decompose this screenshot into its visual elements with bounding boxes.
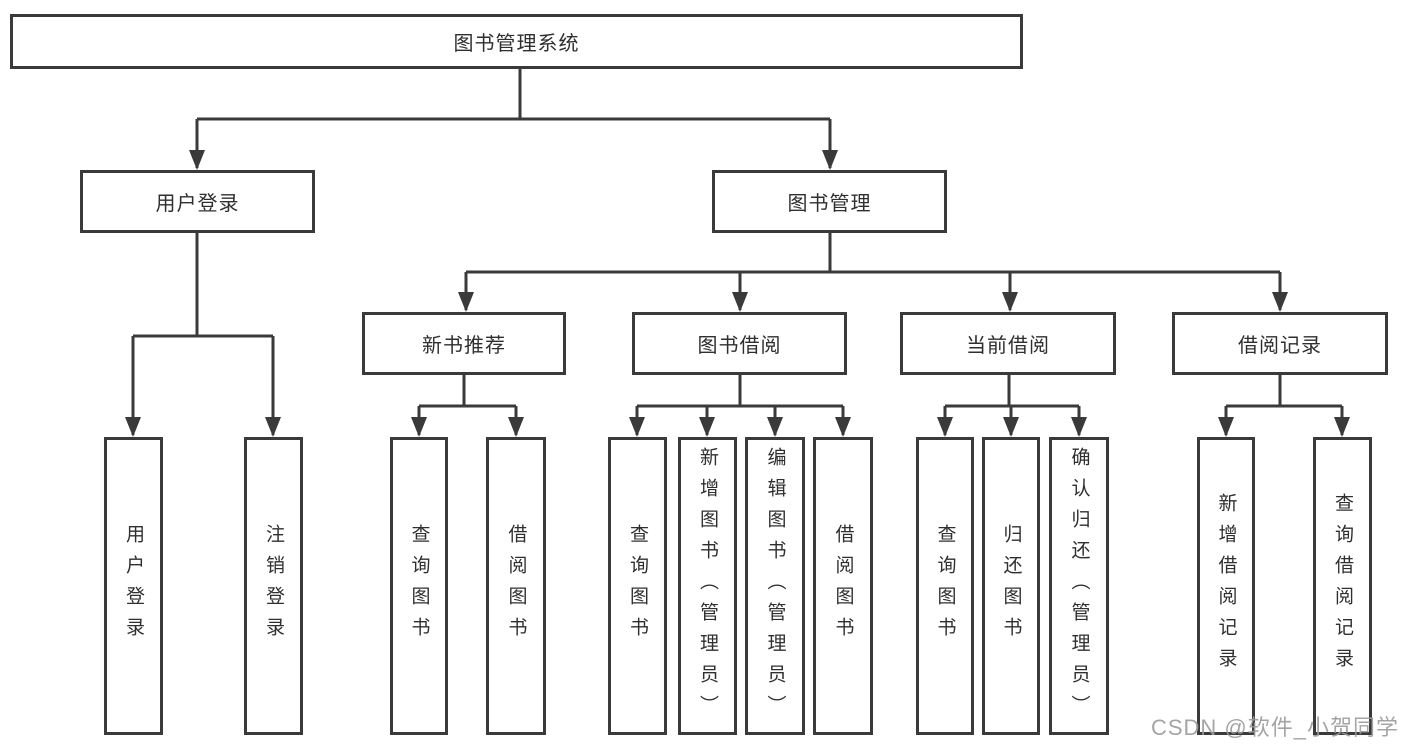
leaf-confirm-return-admin-label: 确认归还（管理员）: [1068, 446, 1090, 726]
leaf-query-books-1-label: 查询图书: [408, 524, 430, 648]
leaf-borrow-books-2: 借阅图书: [813, 437, 873, 735]
csdn-watermark: CSDN @软件_小贺同学: [1150, 715, 1399, 740]
leaf-logout-label: 注销登录: [263, 524, 284, 648]
leaf-confirm-return-admin: 确认归还（管理员）: [1049, 437, 1109, 735]
node-new-book-recommend-label: 新书推荐: [422, 335, 506, 357]
leaf-return-books-label: 归还图书: [1000, 524, 1022, 648]
leaf-query-books-1: 查询图书: [390, 437, 448, 735]
leaf-borrow-books-1: 借阅图书: [486, 437, 546, 735]
leaf-user-login-label: 用户登录: [123, 524, 144, 648]
node-current-borrow: 当前借阅: [900, 312, 1116, 375]
node-new-book-recommend: 新书推荐: [362, 312, 566, 375]
node-book-borrow-label: 图书借阅: [697, 335, 782, 357]
leaf-query-books-3: 查询图书: [916, 437, 974, 735]
node-borrow-records-label: 借阅记录: [1238, 335, 1322, 357]
leaf-edit-book-admin-label: 编辑图书（管理员）: [764, 446, 786, 726]
leaf-add-book-admin-label: 新增图书（管理员）: [697, 446, 718, 726]
leaf-query-borrow-record-label: 查询借阅记录: [1332, 493, 1353, 679]
node-book-management: 图书管理: [712, 170, 947, 233]
node-root: 图书管理系统: [10, 14, 1023, 69]
node-user-login: 用户登录: [80, 170, 315, 233]
leaf-borrow-books-1-label: 借阅图书: [505, 524, 527, 648]
node-current-borrow-label: 当前借阅: [966, 335, 1050, 357]
leaf-add-borrow-record: 新增借阅记录: [1197, 437, 1255, 735]
leaf-user-login: 用户登录: [104, 437, 163, 735]
arrowheads: [125, 150, 1350, 437]
node-book-management-label: 图书管理: [787, 193, 872, 215]
node-root-label: 图书管理系统: [453, 33, 580, 55]
leaf-query-books-3-label: 查询图书: [934, 524, 956, 648]
leaf-add-book-admin: 新增图书（管理员）: [678, 437, 737, 735]
leaf-logout: 注销登录: [244, 437, 303, 735]
leaf-borrow-books-2-label: 借阅图书: [832, 524, 854, 648]
leaf-query-books-2-label: 查询图书: [627, 524, 648, 648]
leaf-query-books-2: 查询图书: [608, 437, 667, 735]
node-user-login-label: 用户登录: [155, 193, 240, 215]
leaf-return-books: 归还图书: [982, 437, 1040, 735]
leaf-add-borrow-record-label: 新增借阅记录: [1215, 493, 1237, 679]
leaf-query-borrow-record: 查询借阅记录: [1313, 437, 1372, 735]
leaf-edit-book-admin: 编辑图书（管理员）: [745, 437, 805, 735]
connector-line-path: [131, 69, 1344, 435]
node-borrow-records: 借阅记录: [1172, 312, 1388, 375]
node-book-borrow: 图书借阅: [632, 312, 847, 375]
